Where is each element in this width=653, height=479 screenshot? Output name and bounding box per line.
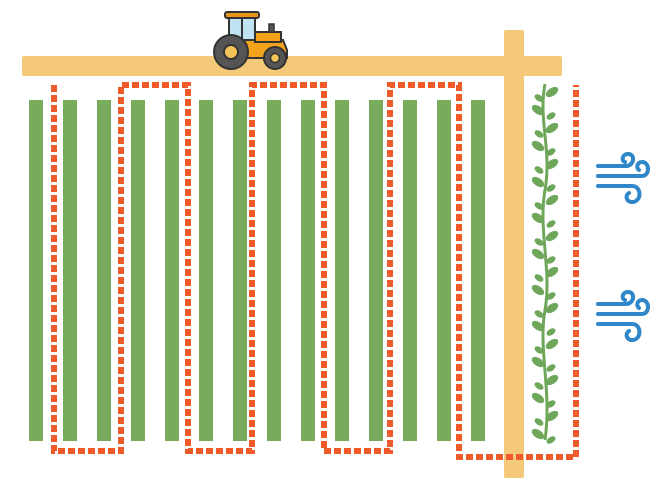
crop-row xyxy=(369,100,383,441)
leaf-icon xyxy=(546,292,556,300)
leaf-icon xyxy=(545,338,559,350)
tractor-path xyxy=(51,82,579,460)
crop-row xyxy=(471,100,485,441)
crop-row xyxy=(131,100,145,441)
leaf-icon xyxy=(531,176,545,188)
leaf-icon xyxy=(546,148,556,156)
leaf-icon xyxy=(546,436,556,444)
leaf-icon xyxy=(546,112,556,120)
crop-row xyxy=(29,100,43,441)
leaf-icon xyxy=(531,104,545,116)
leaf-icon xyxy=(534,274,544,282)
leaf-icon xyxy=(545,374,559,386)
field-road-vertical xyxy=(504,30,524,478)
leaf-icon xyxy=(546,364,556,372)
leaf-icon xyxy=(531,320,545,332)
leaf-icon xyxy=(534,238,544,246)
leaf-icon xyxy=(546,256,556,264)
crop-row xyxy=(63,100,77,441)
leaf-icon xyxy=(531,356,545,368)
leaf-icon xyxy=(534,94,544,102)
leaf-icon xyxy=(546,400,556,408)
leaf-icon xyxy=(545,86,559,98)
field-road-horizontal xyxy=(22,56,562,76)
leaf-icon xyxy=(531,140,545,152)
crop-row xyxy=(267,100,281,441)
leaf-icon xyxy=(534,166,544,174)
leaf-icon xyxy=(534,130,544,138)
leaf-icon xyxy=(531,248,545,260)
crop-row xyxy=(165,100,179,441)
crop-row xyxy=(403,100,417,441)
crop-row xyxy=(97,100,111,441)
leaf-icon xyxy=(534,202,544,210)
leaf-icon xyxy=(546,220,556,228)
tractor-icon xyxy=(213,11,288,70)
leaf-icon xyxy=(545,122,559,134)
leaf-icon xyxy=(534,418,544,426)
hedge-stem xyxy=(541,83,549,441)
leaf-icon xyxy=(534,346,544,354)
leaf-icon xyxy=(545,158,559,170)
leaf-icon xyxy=(534,382,544,390)
wind-icon xyxy=(596,151,650,205)
leaf-icon xyxy=(531,392,545,404)
crop-row xyxy=(437,100,451,441)
leaf-icon xyxy=(545,230,559,242)
leaf-icon xyxy=(545,410,559,422)
crop-row xyxy=(199,100,213,441)
leaf-icon xyxy=(534,310,544,318)
wind-icon xyxy=(596,289,650,343)
leaf-icon xyxy=(531,212,545,224)
leaf-icon xyxy=(531,284,545,296)
leaf-icon xyxy=(531,428,545,440)
crop-rows xyxy=(29,100,485,441)
hedge-strip xyxy=(531,83,559,444)
crop-row xyxy=(233,100,247,441)
leaf-icon xyxy=(545,266,559,278)
crop-row xyxy=(335,100,349,441)
leaf-icon xyxy=(545,302,559,314)
crop-row xyxy=(301,100,315,441)
leaf-icon xyxy=(546,328,556,336)
leaf-icon xyxy=(545,194,559,206)
leaf-icon xyxy=(546,184,556,192)
